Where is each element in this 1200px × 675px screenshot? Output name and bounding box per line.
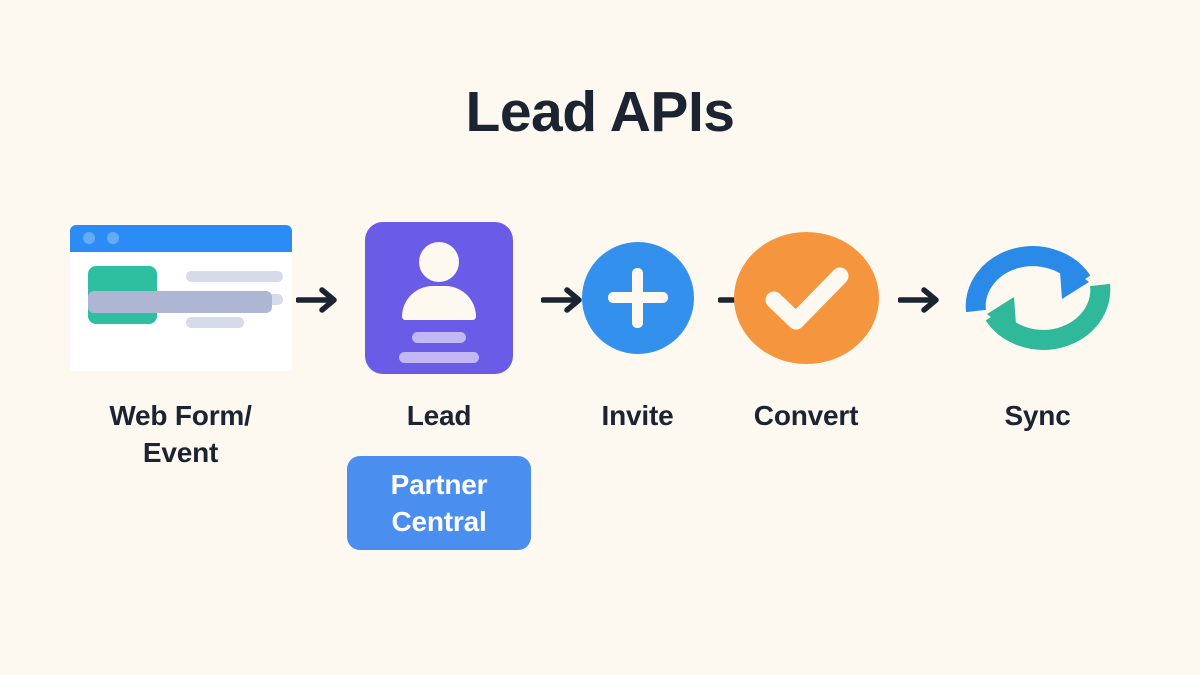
flow-step-sync: Sync [945,215,1130,434]
plus-circle-icon [581,215,694,380]
flow-step-label-invite: Invite [601,400,674,431]
flow-step-label-web-form-event: Web Form/ Event [109,400,252,469]
form-field-placeholder [87,290,272,313]
sync-arrowhead-bottom [986,296,1017,338]
sync-arrowhead-top [1058,257,1089,299]
flow-step-label-sync: Sync [1004,400,1071,431]
browser-dot-icon [82,232,95,244]
card-detail-line [399,351,479,363]
arrow-right-icon [295,283,342,317]
person-head-icon [419,241,459,282]
text-line-placeholder [185,270,283,282]
check-circle-icon [733,215,879,380]
flow-step-label-lead: Lead [406,400,472,431]
text-line-placeholder [185,316,244,328]
arrow-right-icon [897,283,944,317]
flow-step-convert: Convert [720,215,892,434]
lead-api-flow-diagram: Web Form/ Event Lead [0,215,1200,555]
checkmark-glyph [765,267,848,329]
person-body-icon [402,285,476,320]
browser-dot-icon [106,232,119,244]
sync-arrows-icon [963,215,1113,380]
lead-contact-card-icon [365,215,513,380]
arrow-right-icon [540,283,587,317]
browser-window-icon [69,215,292,380]
browser-titlebar [69,224,292,252]
flow-step-lead: Lead [345,215,533,434]
plus-vertical-stroke [631,267,643,328]
browser-content [70,252,292,328]
page-title: Lead APIs [465,80,735,144]
flow-step-web-form-event: Web Form/ Event [48,215,313,471]
partner-central-badge[interactable]: Partner Central [347,456,531,550]
card-detail-line [412,331,466,343]
flow-step-label-convert: Convert [753,400,859,431]
flow-step-invite: Invite [560,215,715,434]
